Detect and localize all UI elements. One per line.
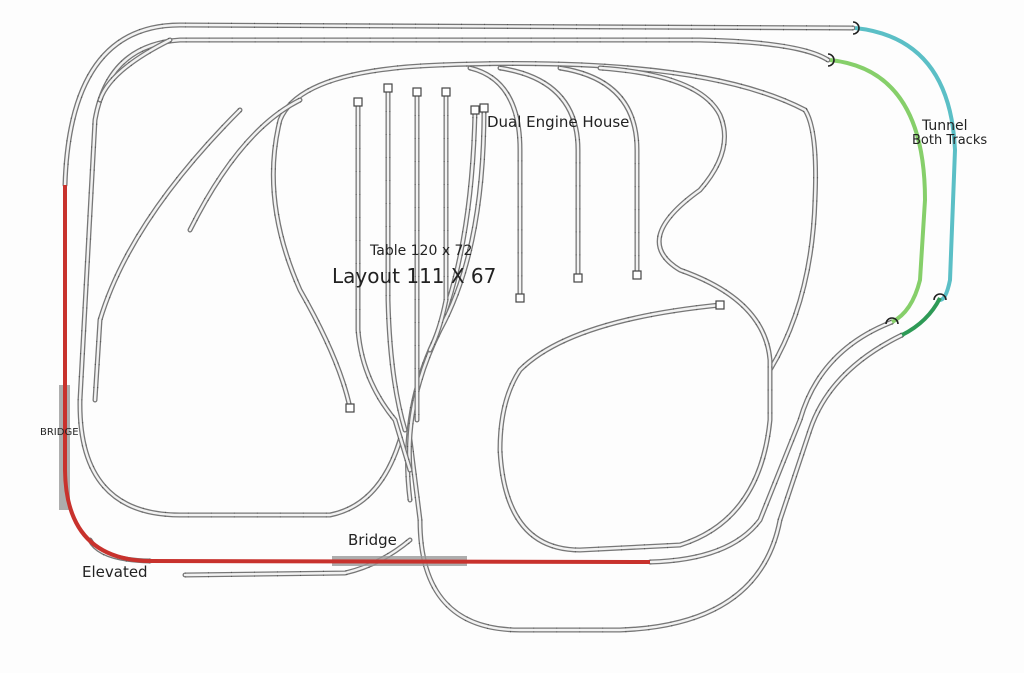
track-network — [62, 22, 905, 633]
track-segment — [188, 98, 302, 232]
layout-size-label: Layout 111 X 67 — [332, 264, 497, 288]
track-bumper-icon — [515, 293, 525, 303]
tunnel-portal-icon — [885, 317, 899, 325]
track-segment — [407, 332, 904, 633]
track-segment — [92, 107, 243, 403]
track-segment — [63, 23, 855, 187]
track-bumper-icon — [412, 87, 422, 97]
track-segment — [386, 86, 407, 432]
track-segment — [559, 65, 640, 275]
track-segment — [557, 65, 640, 278]
track-segment — [187, 97, 302, 232]
track-segment — [408, 333, 904, 632]
tunnel-portal-icon — [852, 21, 860, 35]
colored-track-sections — [63, 26, 958, 564]
engine-house-label: Dual Engine House — [487, 113, 630, 131]
track-segment — [93, 108, 242, 402]
tunnel-connector-track — [901, 297, 942, 337]
track-bumper-icon — [715, 300, 725, 310]
track-segment — [428, 90, 448, 352]
track-segment — [498, 66, 772, 552]
track-bumper-icon — [632, 270, 642, 280]
track-bumper-icon — [345, 403, 355, 413]
tunnel-portal-icon — [933, 293, 947, 301]
bottom-bridge-label: Bridge — [348, 531, 397, 549]
track-bumper-icon — [470, 105, 480, 115]
track-bumper-icon — [353, 97, 363, 107]
track-bumpers — [345, 83, 725, 413]
track-bumper-icon — [479, 103, 489, 113]
track-segment — [558, 66, 639, 277]
tunnel-portals — [827, 21, 947, 325]
track-segment — [98, 38, 172, 102]
track-bumper-icon — [573, 273, 583, 283]
track-segment — [62, 22, 856, 188]
track-segment — [385, 85, 408, 433]
track-segment — [62, 22, 854, 186]
elevated-track — [63, 185, 651, 564]
track-segment — [92, 108, 242, 401]
track-segment — [407, 332, 905, 633]
track-segment — [272, 62, 817, 410]
track-segment — [408, 108, 486, 472]
track-segment — [78, 38, 830, 517]
left-bridge-label: BRIDGE — [40, 427, 79, 438]
track-segment — [187, 97, 303, 233]
track-bumper-icon — [441, 87, 451, 97]
track-segment — [648, 320, 894, 564]
track-segment — [468, 66, 522, 300]
tunnel-label: Tunnel — [922, 118, 968, 134]
both-tracks-label: Both Tracks — [912, 133, 988, 148]
tunnel-portal-icon — [827, 53, 835, 67]
elevated-label: Elevated — [82, 563, 148, 581]
tunnel-outer-track — [854, 26, 958, 302]
track-bumper-icon — [383, 83, 393, 93]
table-size-label: Table 120 x 72 — [370, 243, 473, 259]
tunnel-inner-track — [829, 58, 928, 324]
track-segment — [356, 100, 412, 472]
track-segment — [498, 66, 580, 280]
